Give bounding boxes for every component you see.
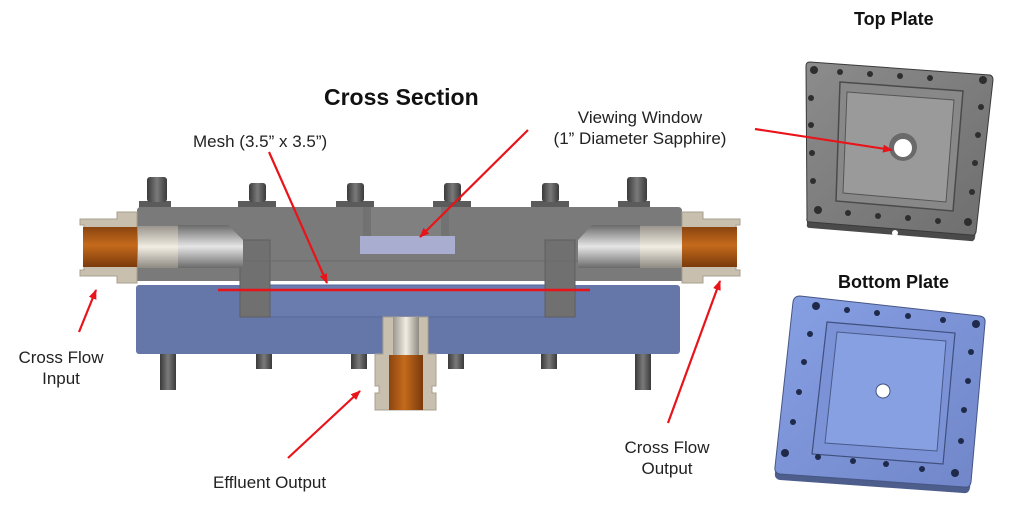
arrow-top-plate-window (754, 127, 893, 153)
sapphire-window (360, 236, 455, 254)
cross-flow-input-fitting (79, 211, 178, 284)
callout-arrows (77, 127, 893, 459)
cross-flow-output-label: Cross Flow Output (612, 437, 722, 479)
cap-screw (238, 183, 276, 208)
cross-flow-input-label: Cross Flow Input (6, 347, 116, 389)
cross-flow-input-label-line2: Input (42, 369, 80, 388)
arrow-cross-flow-input (77, 289, 98, 333)
cap-screw (531, 183, 569, 208)
effluent-output-fitting (374, 316, 437, 411)
bolt-holes (781, 302, 980, 477)
copper-tube-effluent (389, 355, 423, 410)
mesh-label: Mesh (3.5” x 3.5”) (193, 132, 328, 151)
arrow-effluent-output (287, 390, 361, 459)
bottom-plate-title: Bottom Plate (838, 272, 950, 292)
cross-flow-output-fitting (640, 211, 741, 284)
cross-section-assembly (79, 177, 741, 411)
bolt-holes (808, 66, 987, 226)
viewing-window-label-line2: (1” Diameter Sapphire) (553, 129, 727, 148)
cross-flow-output-label-line2: Output (641, 459, 693, 478)
effluent-output-label: Effluent Output (213, 473, 327, 492)
arrow-mesh (267, 151, 329, 284)
cap-screws-bottom (160, 354, 651, 390)
cap-screw (336, 183, 374, 208)
copper-tube-output (682, 227, 737, 267)
viewing-window-label: Viewing Window (1” Diameter Sapphire) (530, 107, 750, 149)
cross-section-title: Cross Section (324, 84, 479, 110)
cap-screw (139, 177, 171, 208)
copper-tube-input (83, 227, 137, 267)
top-plate-title: Top Plate (854, 9, 934, 29)
cap-screws-top (139, 177, 650, 208)
cross-flow-input-label-line1: Cross Flow (18, 348, 104, 367)
arrow-viewing-window (419, 129, 529, 238)
viewing-window-label-line1: Viewing Window (577, 108, 703, 127)
bottom-plate-render (774, 295, 986, 494)
top-plate-render (805, 61, 994, 242)
arrow-cross-flow-output (666, 280, 722, 424)
cross-flow-output-label-line1: Cross Flow (624, 438, 710, 457)
cap-screw (618, 177, 650, 208)
